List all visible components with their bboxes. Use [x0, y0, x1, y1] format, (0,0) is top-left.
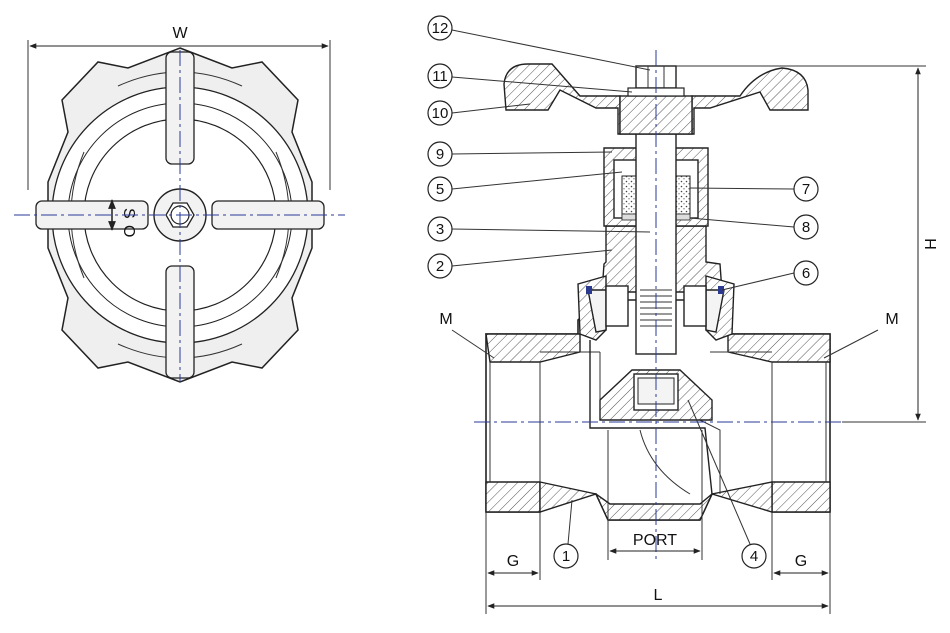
label-shut: S: [120, 208, 137, 219]
handwheel-outline: [47, 47, 313, 383]
balloon-4: 4: [750, 548, 758, 565]
stem: [635, 95, 677, 355]
label-open: O: [120, 225, 137, 237]
dimension-port: PORT: [609, 532, 701, 554]
dimension-l-label: L: [654, 587, 663, 604]
dimension-g-left-label: G: [507, 553, 519, 570]
dimension-h-label: H: [923, 238, 940, 250]
seal-ring-left: [586, 286, 592, 294]
balloon-7: 7: [802, 181, 810, 198]
dimension-l: L: [485, 512, 831, 614]
thread-callout-left: M: [439, 311, 495, 359]
dimension-g-right: G: [771, 512, 829, 580]
port-label: PORT: [633, 532, 677, 549]
balloon-2: 2: [436, 258, 444, 275]
packing-nut: [603, 147, 709, 227]
thread-callout-right: M: [823, 311, 899, 359]
seal-ring-right: [718, 286, 724, 294]
balloon-8: 8: [802, 219, 810, 236]
dimension-w: W: [27, 25, 331, 190]
balloon-1: 1: [562, 548, 570, 565]
balloon-9: 9: [436, 146, 444, 163]
open-shut-indicator: S O: [108, 199, 137, 237]
balloon-6: 6: [802, 265, 810, 282]
thread-label-left: M: [439, 311, 452, 328]
dimension-h: H: [676, 65, 940, 423]
thread-label-right: M: [885, 311, 898, 328]
balloon-12: 12: [432, 20, 449, 37]
balloon-10: 10: [432, 105, 449, 122]
balloon-11: 11: [432, 68, 448, 85]
balloon-3: 3: [436, 221, 444, 238]
valve-section-view: H L G G PORT M: [427, 15, 940, 614]
dimension-g-left: G: [487, 512, 541, 580]
dimension-g-right-label: G: [795, 553, 807, 570]
handwheel-top-view: W S O: [14, 25, 345, 383]
part-balloons: 12 11 10 9 5 3 2: [427, 15, 819, 569]
dimension-w-label: W: [172, 25, 188, 42]
balloon-5: 5: [436, 181, 444, 198]
packing-right: [675, 175, 691, 217]
packing-left: [621, 175, 637, 217]
